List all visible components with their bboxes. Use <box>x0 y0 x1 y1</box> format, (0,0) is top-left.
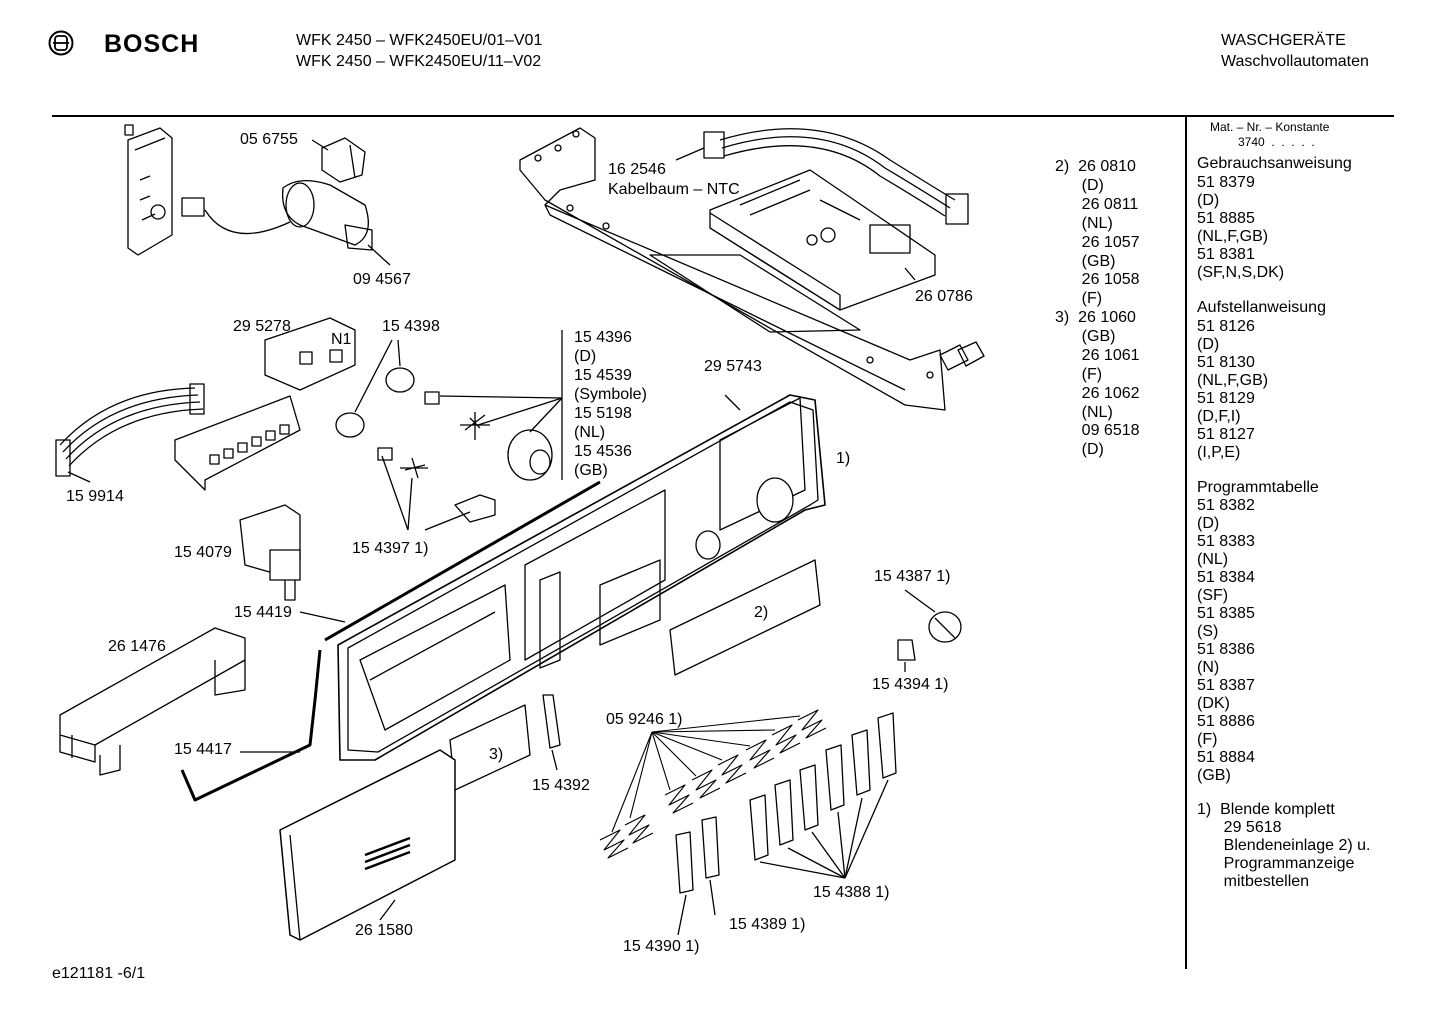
sidebar-line: (D) <box>1197 192 1220 209</box>
brand-name: BOSCH <box>104 30 200 58</box>
sidebar-line: (N) <box>1197 659 1220 676</box>
sidebar-line: (NL,F,GB) <box>1197 372 1269 389</box>
sidebar-line: 51 8884 <box>1197 749 1255 766</box>
category-title: WASCHGERÄTE <box>1221 32 1346 49</box>
part-label: 15 4388 1) <box>813 884 890 901</box>
part-label: 15 4394 1) <box>872 676 949 693</box>
variant-block-2: 2) 26 0810 (D) 26 0811 (NL) 26 1057 (GB)… <box>1055 158 1140 308</box>
sidebar-note: 1) Blende komplett 29 5618 Blendeneinlag… <box>1197 801 1371 890</box>
part-label: 29 5278 <box>233 318 291 335</box>
top-support-bracket-drawing <box>519 127 985 411</box>
detergent-drawer-drawing <box>279 749 456 941</box>
sidebar-line: (GB) <box>1197 767 1231 784</box>
sidebar-line: (D) <box>1197 515 1220 532</box>
rod-drawing <box>180 649 322 802</box>
header-divider <box>52 115 1394 117</box>
mounting-bracket-drawing <box>124 124 173 256</box>
bosch-logo-icon <box>48 30 74 56</box>
part-label: 26 0786 <box>915 288 973 305</box>
control-panel-fascia-drawing <box>337 394 826 761</box>
sidebar-line: 51 8886 <box>1197 713 1255 730</box>
program-insert-drawing <box>449 559 821 791</box>
part-label: 15 4079 <box>174 544 232 561</box>
part-label: 26 1476 <box>108 638 166 655</box>
gasket-strip-drawing <box>299 480 601 642</box>
sidebar-line: (S) <box>1197 623 1219 640</box>
sidebar-line: 51 8126 <box>1197 318 1255 335</box>
sidebar-line: 51 8384 <box>1197 569 1255 586</box>
part-variant-block: 15 4396 (D) 15 4539 (Symbole) 15 5198 (N… <box>574 329 647 479</box>
part-label: 15 4389 1) <box>729 916 806 933</box>
sidebar-section-title: Aufstellanweisung <box>1197 299 1326 316</box>
sidebar-section-title: Programmtabelle <box>1197 479 1319 496</box>
sidebar-line: (I,P,E) <box>1197 444 1241 461</box>
part-label: Kabelbaum – NTC <box>608 181 740 198</box>
sidebar-line: 51 8382 <box>1197 497 1255 514</box>
model-line-1: WFK 2450 – WFK2450EU/01–V01 <box>296 32 543 49</box>
sidebar-line: (NL,F,GB) <box>1197 228 1269 245</box>
sidebar-line: (SF,N,S,DK) <box>1197 264 1285 281</box>
mat-number-label: Mat. – Nr. – Konstante <box>1210 120 1330 134</box>
model-line-2: WFK 2450 – WFK2450EU/11–V02 <box>296 53 542 70</box>
sidebar-section-title: Gebrauchsanweisung <box>1197 155 1352 172</box>
part-label: 26 1580 <box>355 922 413 939</box>
sidebar-line: (D,F,I) <box>1197 408 1241 425</box>
part-label: 15 4397 1) <box>352 540 429 557</box>
part-label: 15 4392 <box>532 777 590 794</box>
sidebar-line: (SF) <box>1197 587 1229 604</box>
control-module-drawing <box>709 169 936 311</box>
sidebar-line: 51 8885 <box>1197 210 1255 227</box>
wiring-harness-drawing <box>675 128 969 225</box>
small-slider-drawing <box>542 694 561 771</box>
part-label: 15 4390 1) <box>623 938 700 955</box>
selector-knobs-drawing <box>897 589 962 672</box>
clips-drawing <box>675 712 897 936</box>
part-label: 16 2546 <box>608 161 666 178</box>
mat-number-value: 3740 . . . . . <box>1238 135 1315 149</box>
switch-drawing <box>239 504 301 601</box>
sidebar-line: (DK) <box>1197 695 1230 712</box>
springs-drawing <box>599 709 827 859</box>
reference-mark: 3) <box>489 746 504 763</box>
knobs-drawing <box>335 330 563 531</box>
part-label: 29 5743 <box>704 358 762 375</box>
display-board-drawing <box>55 317 356 491</box>
sidebar-line: 51 8127 <box>1197 426 1255 443</box>
sidebar-divider <box>1185 117 1187 969</box>
sidebar-line: 51 8379 <box>1197 174 1255 191</box>
sidebar-line: 51 8381 <box>1197 246 1255 263</box>
document-code: e121181 -6/1 <box>52 965 146 982</box>
part-label: 15 4419 <box>234 604 292 621</box>
part-label: 15 4387 1) <box>874 568 951 585</box>
sidebar-line: 51 8129 <box>1197 390 1255 407</box>
lower-bracket-drawing <box>59 627 246 776</box>
part-label: 15 9914 <box>66 488 124 505</box>
sidebar-line: 51 8387 <box>1197 677 1255 694</box>
part-label: 15 4398 <box>382 318 440 335</box>
sidebar-line: (NL) <box>1197 551 1229 568</box>
sidebar-line: 51 8383 <box>1197 533 1255 550</box>
sidebar-line: (F) <box>1197 731 1218 748</box>
part-label: 05 9246 1) <box>606 711 683 728</box>
part-label: 05 6755 <box>240 131 298 148</box>
relay-drawing <box>311 137 366 183</box>
part-label: 15 4417 <box>174 741 232 758</box>
sidebar-line: 51 8385 <box>1197 605 1255 622</box>
capacitor-drawing <box>181 180 391 266</box>
variant-block-3: 3) 26 1060 (GB) 26 1061 (F) 26 1062 (NL)… <box>1055 309 1140 459</box>
sidebar-line: 51 8386 <box>1197 641 1255 658</box>
part-label: 09 4567 <box>353 271 411 288</box>
part-label: N1 <box>331 331 352 348</box>
subcategory-title: Waschvollautomaten <box>1221 53 1369 70</box>
sidebar-line: (D) <box>1197 336 1220 353</box>
reference-mark: 2) <box>754 604 769 621</box>
sidebar-line: 51 8130 <box>1197 354 1255 371</box>
reference-mark: 1) <box>836 450 851 467</box>
